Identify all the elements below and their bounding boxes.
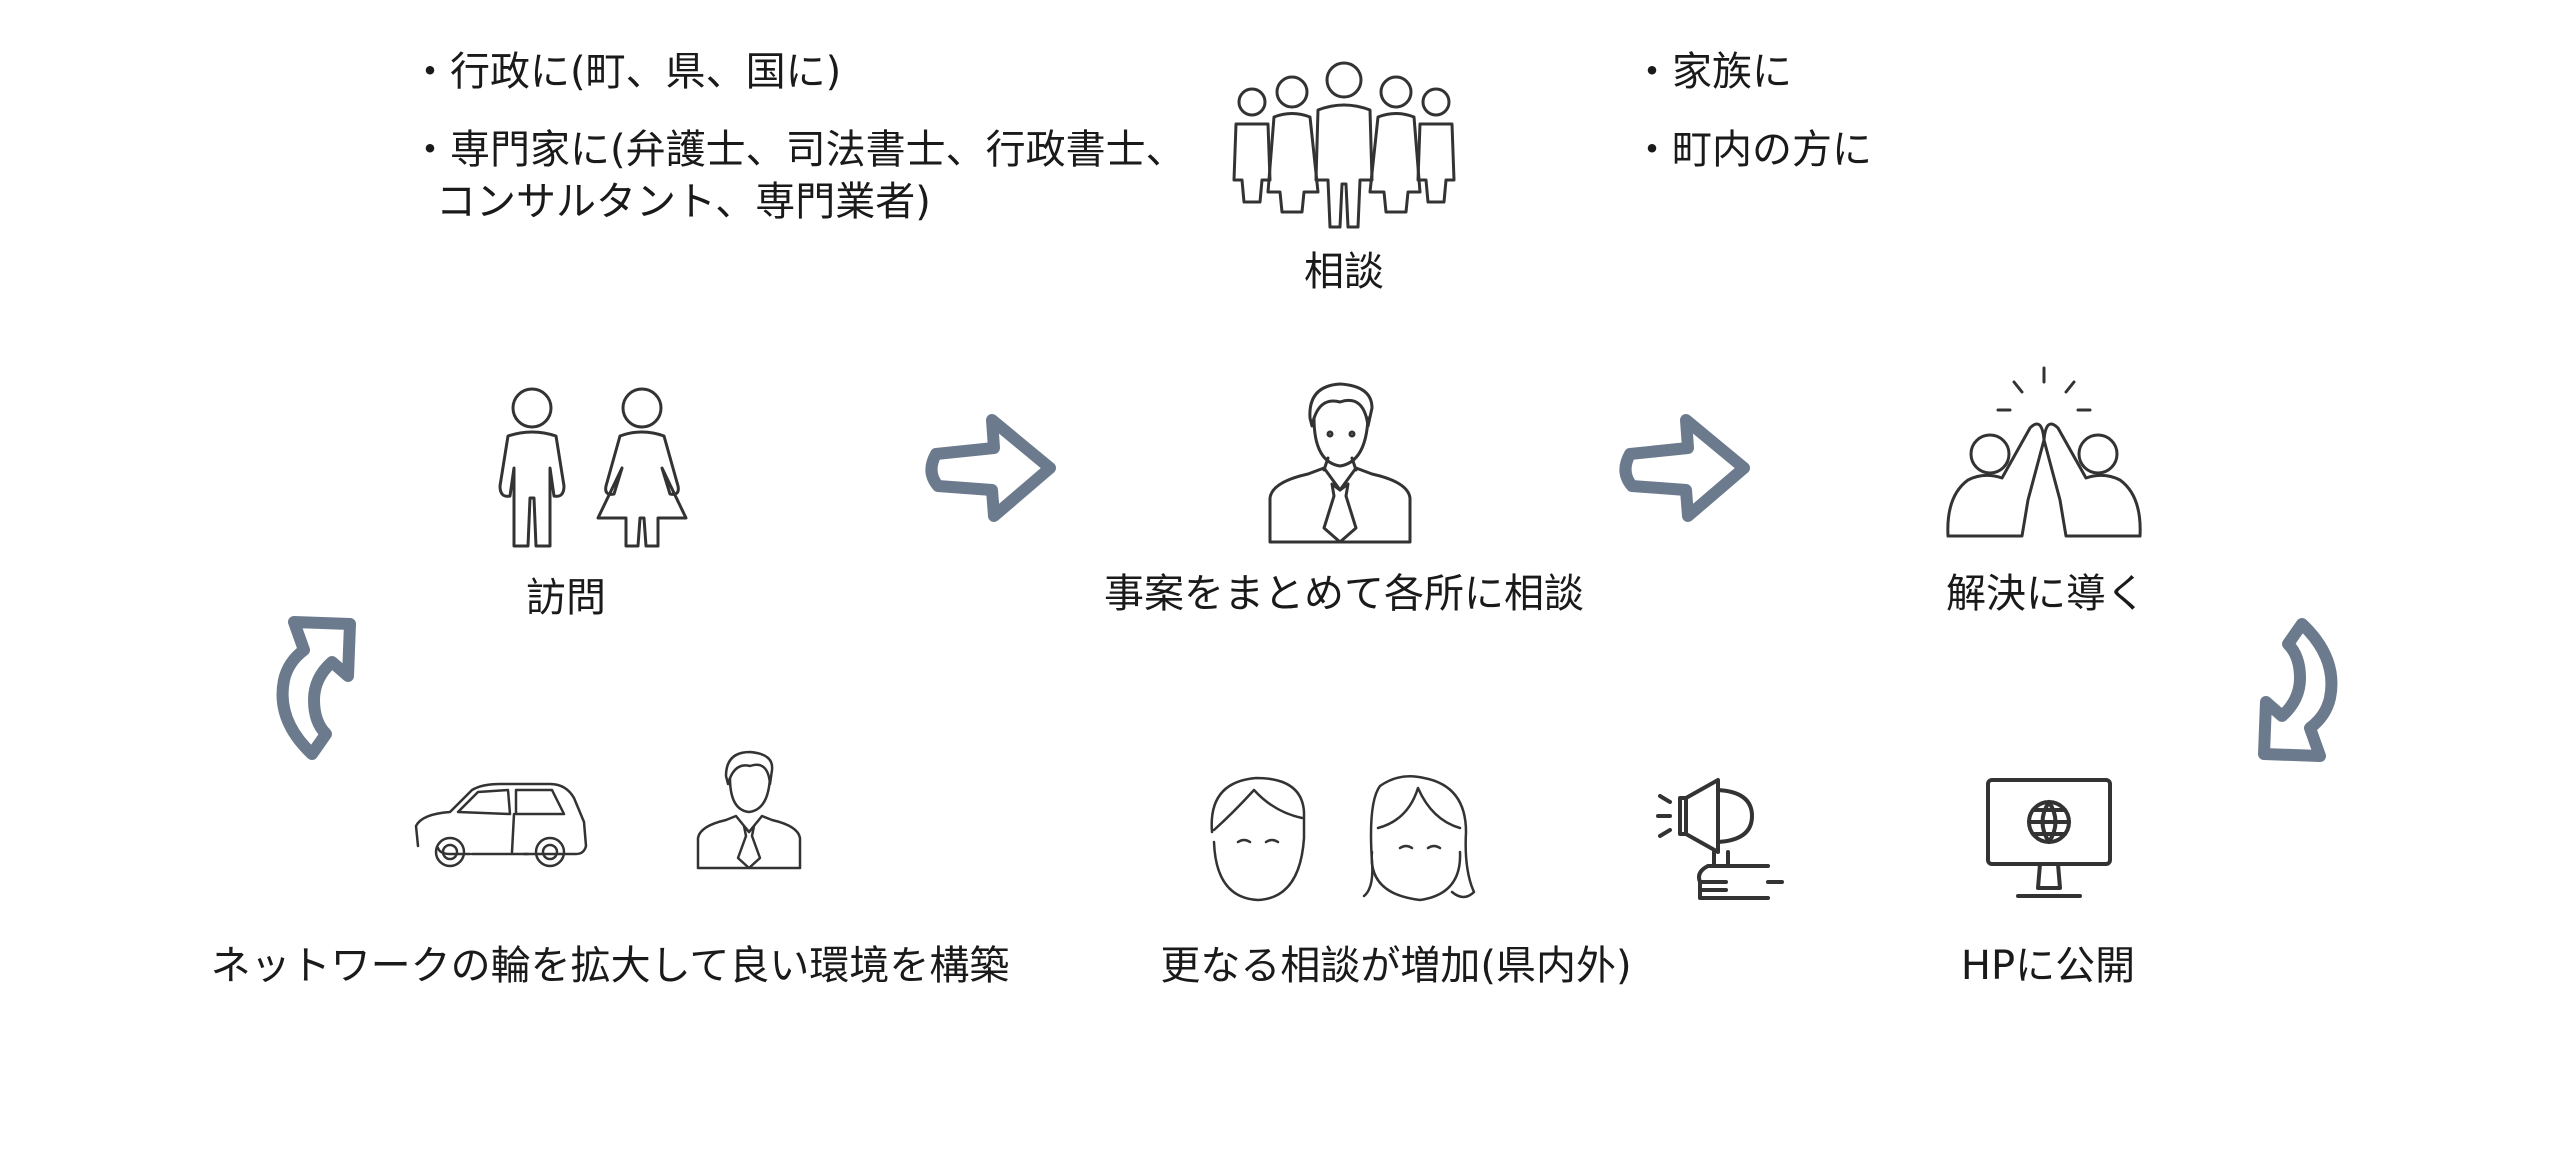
resolve-label: 解決に導く: [1946, 571, 2146, 617]
curved-arrow-icon: [2258, 618, 2338, 762]
curved-arrow-icon: [276, 616, 356, 760]
bullet-experts-cont: コンサルタント、専門業者): [436, 179, 931, 225]
bullet-experts: 専門家に(弁護士、司法書士、行政書士、: [410, 124, 1186, 176]
people-group-icon: [1232, 61, 1456, 229]
consult-label: 相談: [1304, 249, 1384, 295]
arrow-right-icon: [1619, 414, 1750, 522]
bullet-neighbors: 町内の方に: [1632, 124, 1872, 176]
top-right-bullets: 家族に 町内の方に: [1632, 46, 1872, 202]
monitor-globe-icon: [1986, 778, 2112, 898]
car-icon: [414, 782, 588, 868]
bullet-family: 家族に: [1632, 46, 1872, 98]
arrow-right-icon: [925, 414, 1056, 522]
bullet-gov: 行政に(町、県、国に): [410, 46, 1186, 98]
increase-label: 更なる相談が増加(県内外): [1160, 943, 1632, 989]
businessman-icon: [1268, 382, 1412, 544]
summarize-label: 事案をまとめて各所に相談: [1104, 571, 1584, 617]
megaphone-icon: [1656, 778, 1784, 900]
top-left-bullets: 行政に(町、県、国に) 専門家に(弁護士、司法書士、行政書士、 コンサルタント、…: [410, 46, 1186, 254]
two-faces-icon: [1210, 775, 1476, 902]
network-label: ネットワークの輪を拡大して良い環境を構築: [210, 943, 1010, 989]
publish-label: HPに公開: [1960, 943, 2136, 989]
high-five-icon: [1946, 366, 2142, 538]
small-businessman-icon: [696, 750, 802, 870]
two-people-icon: [498, 387, 688, 548]
visit-label: 訪問: [526, 575, 606, 621]
